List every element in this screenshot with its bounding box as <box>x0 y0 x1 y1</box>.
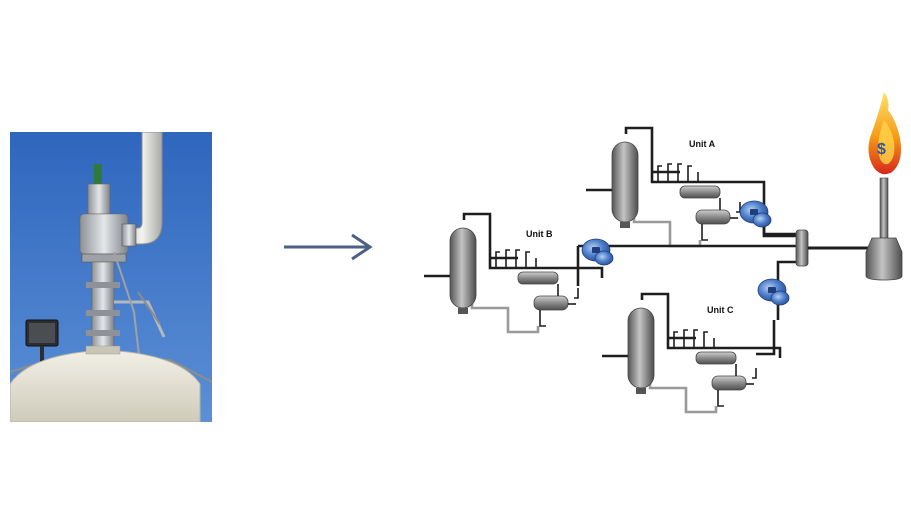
flare-manifold <box>795 229 809 267</box>
process-unit-c <box>600 292 782 414</box>
flare-dollar-symbol: $ <box>877 141 886 158</box>
flow-meter-b <box>581 238 614 266</box>
arrow-head <box>351 233 373 261</box>
valve-outlet-flange <box>121 223 137 247</box>
relief-valve-photo <box>10 132 212 422</box>
unit-label-c: Unit C <box>707 305 734 315</box>
unit-label-b: Unit B <box>526 229 553 239</box>
flow-meter-a <box>739 200 772 228</box>
unit-label-a: Unit A <box>689 139 716 149</box>
valve-cap <box>94 164 102 186</box>
flare-stack <box>865 177 903 281</box>
flare-flame <box>868 92 901 175</box>
flow-meter-c <box>757 278 790 306</box>
process-arrow <box>280 230 380 264</box>
process-unit-b <box>422 212 604 334</box>
